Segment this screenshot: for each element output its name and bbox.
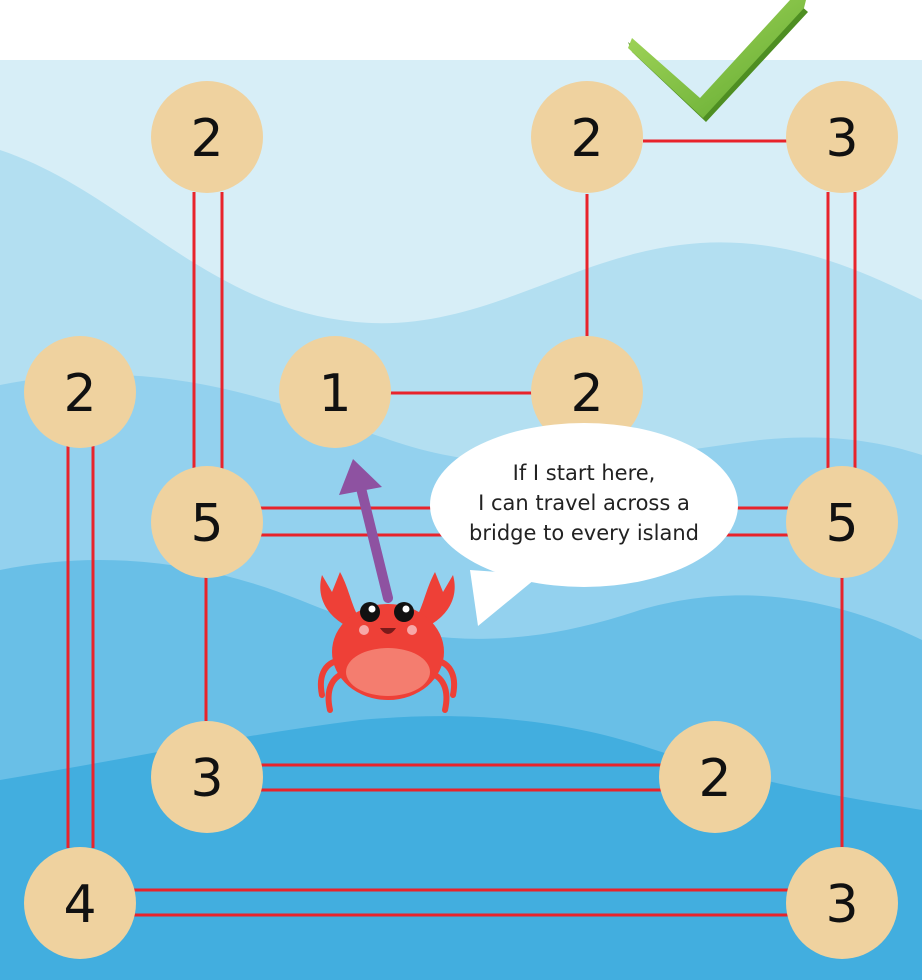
island-value: 2 (570, 109, 603, 169)
island-value: 3 (190, 749, 223, 809)
island-3-bottom-right[interactable]: 3 (786, 847, 898, 959)
island-value: 4 (63, 875, 96, 935)
island-2-left[interactable]: 2 (24, 336, 136, 448)
bubble-line-2: I can travel across a (478, 491, 690, 515)
island-value: 2 (63, 364, 96, 424)
island-3-top-right[interactable]: 3 (786, 81, 898, 193)
island-4-bottom-left[interactable]: 4 (24, 847, 136, 959)
island-value: 5 (825, 494, 858, 554)
bubble-line-1: If I start here, (513, 461, 656, 485)
island-5-left[interactable]: 5 (151, 466, 263, 578)
island-1-center[interactable]: 1 (279, 336, 391, 448)
island-value: 5 (190, 494, 223, 554)
island-value: 2 (570, 364, 603, 424)
island-2-top-left[interactable]: 2 (151, 81, 263, 193)
island-value: 3 (825, 875, 858, 935)
island-value: 1 (318, 364, 351, 424)
island-5-right[interactable]: 5 (786, 466, 898, 578)
bubble-line-3: bridge to every island (469, 521, 699, 545)
island-value: 2 (190, 109, 223, 169)
island-3-bottom-left[interactable]: 3 (151, 721, 263, 833)
island-value: 3 (825, 109, 858, 169)
island-2-bottom-right[interactable]: 2 (659, 721, 771, 833)
island-2-top-mid[interactable]: 2 (531, 81, 643, 193)
island-value: 2 (698, 749, 731, 809)
